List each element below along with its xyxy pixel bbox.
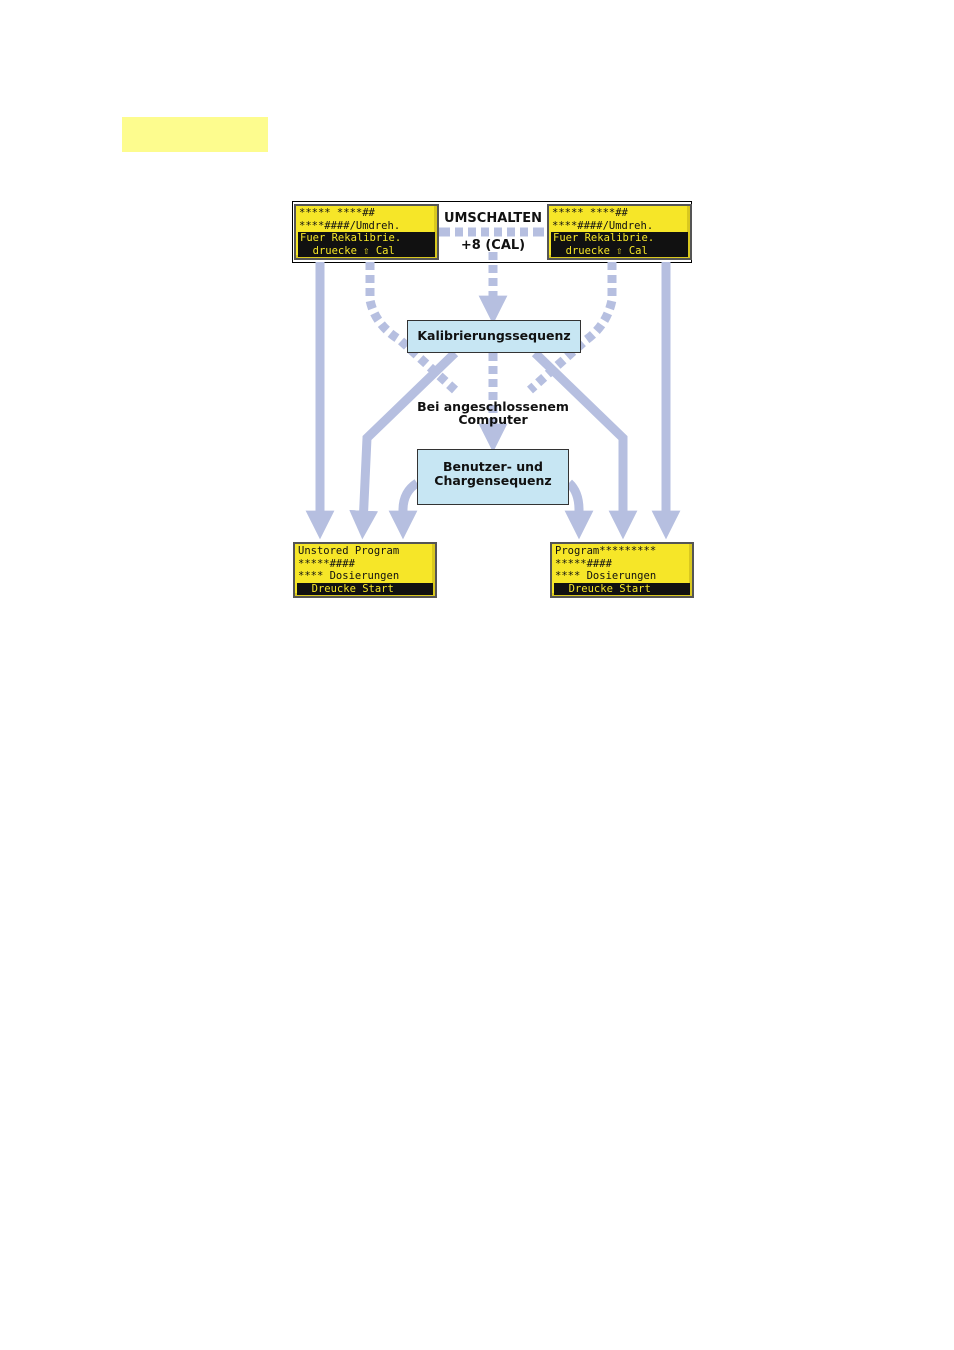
yellow-highlight-bar: [122, 117, 268, 152]
lcd-line-inverted: Fuer Rekalibrie.: [298, 232, 435, 245]
arrow-kalib-left: [349, 349, 459, 540]
lcd-line: ***** ****##: [299, 207, 375, 219]
lcd-line-inverted: Fuer Rekalibrie.: [551, 232, 688, 245]
arrow-layer: [305, 227, 681, 540]
lcd-line-inverted: druecke ⇧ Cal: [551, 244, 688, 257]
arrow-kalib-right: [531, 349, 638, 540]
lcd-line: **** Dosierungen: [298, 570, 400, 582]
key-label-umschalten: UMSCHALTEN: [443, 211, 543, 226]
lcd-line: *****####: [298, 557, 355, 570]
lcd-display-bottom-right: Program********* *****#### **** Dosierun…: [550, 542, 694, 598]
lcd-line-inverted: Dreucke Start: [297, 582, 433, 595]
lcd-line: Unstored Program: [298, 545, 400, 557]
lcd-line: ****####/Umdreh.: [299, 219, 401, 232]
arrow-benutzer-left: [388, 479, 420, 540]
lcd-line: ***** ****##: [552, 207, 628, 219]
lcd-line-inverted: Dreucke Start: [554, 582, 690, 595]
lcd-display-bottom-left: Unstored Program *****#### **** Dosierun…: [293, 542, 437, 598]
lcd-line: ****####/Umdreh.: [552, 219, 654, 232]
lcd-line-inverted: druecke ⇧ Cal: [298, 244, 435, 257]
lcd-line: *****####: [555, 557, 612, 570]
lcd-display-top-left: ***** ****## ****####/Umdreh. Fuer Rekal…: [294, 204, 439, 260]
user-batch-sequence-box: Benutzer- und Chargensequenz: [417, 449, 569, 505]
lcd-line: Program*********: [555, 545, 657, 557]
key-label-cal: +8 (CAL): [460, 238, 526, 253]
computer-condition-label: Bei angeschlossenem Computer: [417, 399, 569, 427]
lcd-line: **** Dosierungen: [555, 570, 657, 582]
flow-diagram: ***** ****## ****####/Umdreh. Fuer Rekal…: [290, 200, 696, 602]
calibration-sequence-box: Kalibrierungssequenz: [407, 320, 581, 353]
arrow-benutzer-right: [564, 479, 594, 540]
lcd-display-top-right: ***** ****## ****####/Umdreh. Fuer Rekal…: [547, 204, 692, 260]
